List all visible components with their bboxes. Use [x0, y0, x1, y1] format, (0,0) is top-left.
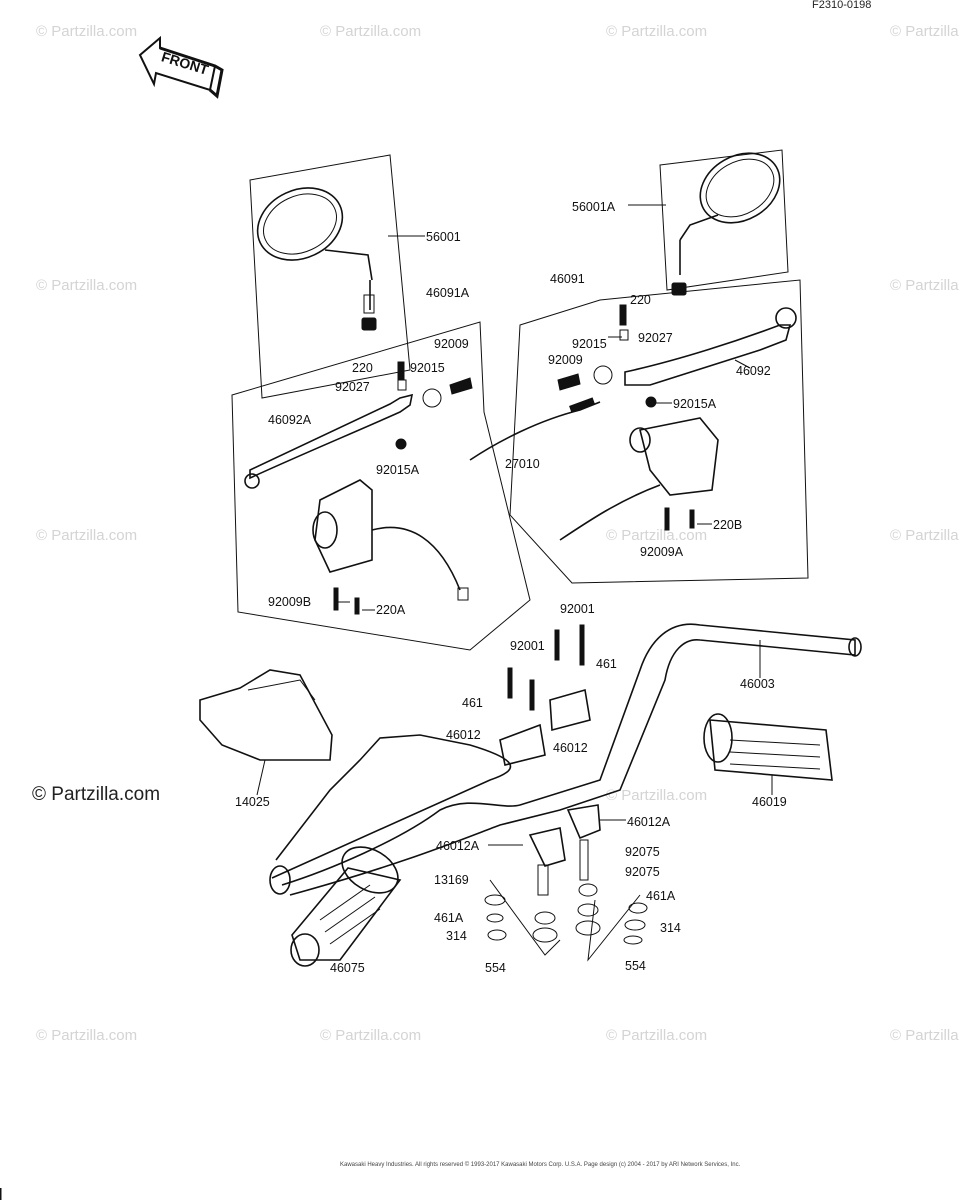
label-220B: 220B — [713, 518, 742, 532]
label-56001: 56001 — [426, 230, 461, 244]
bottom-hardware — [484, 879, 648, 962]
label-46019: 46019 — [752, 795, 787, 809]
label-220A: 220A — [376, 603, 406, 617]
label-314-right: 314 — [660, 921, 681, 935]
left-grip-46075 — [290, 846, 402, 967]
label-27010: 27010 — [505, 457, 540, 471]
right-mirror-assembly — [659, 149, 789, 296]
watermark: © Partzilla.com — [606, 787, 707, 804]
watermark-layer: © Partzilla.com © Partzilla.com © Partzi… — [32, 23, 960, 1044]
watermark: © Partzilla.com — [890, 277, 960, 294]
label-46092: 46092 — [736, 364, 771, 378]
label-554-right: 554 — [625, 959, 646, 973]
switch-cable-27010 — [469, 397, 601, 461]
label-92027-right: 92027 — [638, 331, 673, 345]
label-220-right: 220 — [630, 293, 651, 307]
left-mirror-assembly — [249, 154, 411, 399]
watermark: © Partzilla.com — [320, 1027, 421, 1044]
watermark: © Partzilla.com — [606, 527, 707, 544]
label-92015A-left: 92015A — [376, 463, 420, 477]
label-46075: 46075 — [330, 961, 365, 975]
label-92001-top: 92001 — [560, 602, 595, 616]
label-56001A: 56001A — [572, 200, 616, 214]
cover-14025 — [199, 669, 333, 761]
label-13169: 13169 — [434, 873, 469, 887]
part-labels: 56001 56001A 46091A 46091 92009 220 9201… — [235, 200, 787, 975]
watermark: © Partzilla.com — [36, 23, 137, 40]
handlebar-clamps — [499, 624, 601, 896]
label-461-right: 461 — [596, 657, 617, 671]
label-92009-right: 92009 — [548, 353, 583, 367]
watermark: © Partzilla.com — [36, 1027, 137, 1044]
label-92009-left: 92009 — [434, 337, 469, 351]
label-92015A-right: 92015A — [673, 397, 717, 411]
front-arrow-icon: FRONT — [138, 35, 224, 99]
label-46012A-left: 46012A — [436, 839, 480, 853]
left-lever-switch-assembly — [231, 321, 531, 651]
label-92015-left: 92015 — [410, 361, 445, 375]
label-46091: 46091 — [550, 272, 585, 286]
label-461A-right: 461A — [646, 889, 676, 903]
watermark: © Partzilla.com — [606, 1027, 707, 1044]
label-554-left: 554 — [485, 961, 506, 975]
label-314-left: 314 — [446, 929, 467, 943]
copyright-footer: Kawasaki Heavy Industries. All rights re… — [340, 1161, 741, 1168]
label-92009A: 92009A — [640, 545, 684, 559]
watermark-main: © Partzilla.com — [32, 784, 160, 805]
label-461-left: 461 — [462, 696, 483, 710]
label-46003: 46003 — [740, 677, 775, 691]
label-220-left: 220 — [352, 361, 373, 375]
watermark: © Partzilla.com — [890, 23, 960, 40]
watermark: © Partzilla.com — [36, 277, 137, 294]
label-92009B: 92009B — [268, 595, 311, 609]
watermark: © Partzilla.com — [36, 527, 137, 544]
handlebar-46003 — [269, 623, 862, 896]
label-46012A-right: 46012A — [627, 815, 671, 829]
label-46091A: 46091A — [426, 286, 470, 300]
watermark: © Partzilla.com — [606, 23, 707, 40]
watermark: © Partzilla.com — [890, 1027, 960, 1044]
label-92001-mid: 92001 — [510, 639, 545, 653]
watermark: © Partzilla.com — [890, 527, 960, 544]
leader-lines — [256, 204, 773, 846]
right-lever-switch-assembly — [509, 279, 809, 584]
label-14025: 14025 — [235, 795, 270, 809]
label-46012-right: 46012 — [553, 741, 588, 755]
reference-code: F2310-0198 — [812, 0, 871, 11]
label-46092A: 46092A — [268, 413, 312, 427]
label-461A-left: 461A — [434, 911, 464, 925]
label-92075-lower: 92075 — [625, 865, 660, 879]
label-92075-upper: 92075 — [625, 845, 660, 859]
label-92027-left: 92027 — [335, 380, 370, 394]
label-46012-left: 46012 — [446, 728, 481, 742]
right-grip-46019 — [703, 713, 833, 781]
watermark: © Partzilla.com — [320, 23, 421, 40]
label-92015-right: 92015 — [572, 337, 607, 351]
